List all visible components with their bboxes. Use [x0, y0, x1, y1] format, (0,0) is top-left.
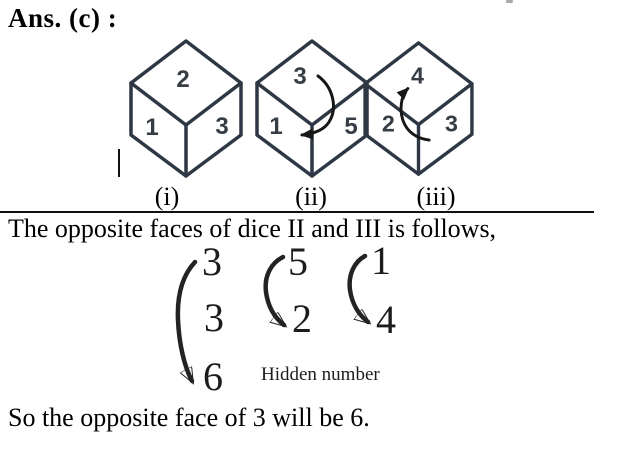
- pair2-face-number: 5: [288, 239, 308, 284]
- pair1-adjacent-number: 3: [204, 295, 224, 340]
- scan-artifact-mark: [506, 0, 513, 3]
- dice-i-right-face-number: 3: [215, 113, 228, 140]
- dice-ii-figure: 3 1 5: [255, 39, 369, 178]
- dice-i-top-face-number: 2: [176, 66, 189, 93]
- dice-i-edges: [129, 39, 243, 178]
- dice-iii-right-face-number: 3: [445, 110, 458, 136]
- dice-iii-label: (iii): [416, 182, 456, 211]
- answer-heading: Ans. (c) :: [8, 3, 118, 33]
- conclusion-text: So the opposite face of 3 will be 6.: [8, 403, 370, 432]
- explanation-text: The opposite faces of dice II and III is…: [8, 214, 497, 243]
- pair3-opposite-number: 4: [376, 297, 396, 342]
- arrow-3-to-6-icon: [175, 259, 198, 381]
- dice-iii-edges: [363, 41, 474, 176]
- text-cursor-artifact: [118, 149, 120, 177]
- dice-iii-left-face-number: 2: [382, 110, 395, 136]
- pair3-face-number: 1: [371, 238, 391, 283]
- rotation-arrow-top-to-left-icon: [300, 74, 335, 140]
- pair2-opposite-number: 2: [292, 296, 312, 341]
- dice-ii-top-face-number: 3: [293, 63, 306, 90]
- hidden-number-label: Hidden number: [261, 364, 380, 385]
- dice-i-left-face-number: 1: [145, 114, 158, 141]
- arrow-1-to-4-icon: [347, 253, 368, 322]
- dice-ii-label: (ii): [295, 182, 327, 211]
- dice-iii-top-face-number: 4: [411, 63, 424, 89]
- rotation-arrow-right-to-top-icon: [396, 87, 431, 142]
- opposite-pairs-arrows: [175, 253, 450, 400]
- section-divider: [0, 211, 594, 213]
- dice-ii-left-face-number: 1: [269, 113, 282, 140]
- dice-iii-figure: 4 2 3: [363, 41, 474, 176]
- dice-ii-right-face-number: 5: [344, 113, 357, 140]
- arrow-5-to-2-icon: [263, 254, 284, 325]
- pair1-face-number: 3: [202, 239, 222, 284]
- dice-i-label: (i): [154, 182, 180, 211]
- dice-i-figure: 2 1 3: [129, 39, 243, 178]
- dice-ii-edges: [255, 39, 369, 178]
- pair1-hidden-number: 6: [203, 354, 223, 399]
